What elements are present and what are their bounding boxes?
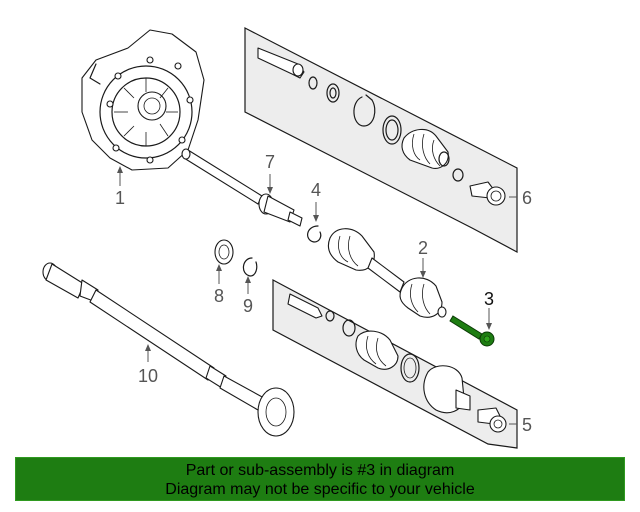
callout-6-label: 6	[522, 188, 532, 208]
callout-5: 5	[509, 415, 532, 435]
callout-3-label: 3	[484, 289, 494, 309]
callout-5-label: 5	[522, 415, 532, 435]
callout-8: 8	[214, 264, 224, 306]
callout-10-label: 10	[138, 366, 158, 386]
callout-3: 3	[484, 289, 494, 330]
callout-1: 1	[115, 166, 125, 208]
part-8-bearing[interactable]	[214, 239, 234, 265]
notice-banner: Part or sub-assembly is #3 in diagram Di…	[15, 457, 625, 501]
callout-10: 10	[138, 344, 158, 386]
part-3-bolt-highlighted[interactable]	[449, 315, 495, 347]
callout-2: 2	[418, 238, 428, 278]
callout-7: 7	[265, 152, 275, 194]
part-6-kit-panel[interactable]	[244, 27, 518, 253]
part-1-differential[interactable]	[81, 29, 205, 171]
banner-line-1: Part or sub-assembly is #3 in diagram	[185, 462, 455, 479]
part-4-snap-ring[interactable]	[307, 225, 322, 243]
callout-2-label: 2	[418, 238, 428, 258]
part-5-kit-panel[interactable]	[272, 279, 518, 449]
part-2-axle-assembly[interactable]	[327, 228, 447, 318]
callout-6: 6	[509, 188, 532, 208]
part-10-propeller-shaft[interactable]	[42, 262, 295, 437]
callout-4-label: 4	[311, 180, 321, 200]
callout-1-label: 1	[115, 188, 125, 208]
callout-4: 4	[311, 180, 321, 222]
part-7-intermediate-shaft[interactable]	[181, 148, 303, 227]
callout-9-label: 9	[243, 296, 253, 316]
callout-7-label: 7	[265, 152, 275, 172]
parts-diagram: 1 7 4 2 3 6 5 8 9 10	[42, 27, 532, 449]
part-9-clip[interactable]	[242, 257, 258, 277]
callout-9: 9	[243, 276, 253, 316]
banner-line-2: Diagram may not be specific to your vehi…	[165, 481, 475, 498]
callout-8-label: 8	[214, 286, 224, 306]
